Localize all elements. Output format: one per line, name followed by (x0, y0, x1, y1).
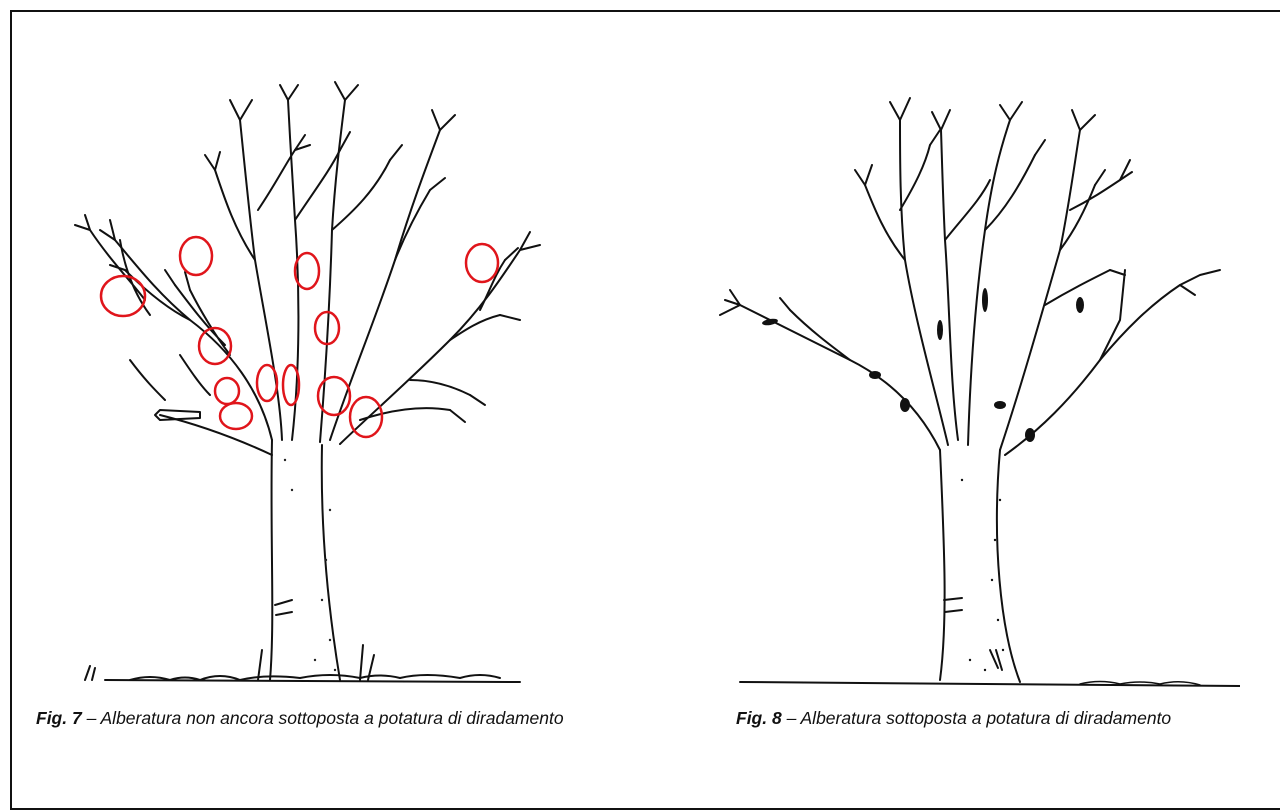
ground-line (739, 681, 1240, 687)
trunk-left (939, 449, 946, 681)
figure-8-label: Fig. 8 (736, 708, 782, 728)
cut-marker (197, 326, 233, 366)
tree-before-pruning-illustration (74, 81, 541, 683)
cut-marker (213, 376, 241, 406)
cut-marker (293, 251, 321, 291)
trunk-left (269, 439, 274, 681)
figure-7-label: Fig. 7 (36, 708, 82, 728)
cut-marker (178, 235, 214, 277)
trunk-right (995, 449, 1021, 683)
cut-marker (99, 274, 147, 318)
figure-8-caption-text: – Alberatura sottoposta a potatura di di… (781, 708, 1172, 728)
tree-after-pruning-illustration (719, 97, 1240, 687)
cut-marker (348, 395, 384, 439)
cut-marker (316, 375, 352, 417)
cut-marker (218, 401, 254, 431)
cut-marker (464, 242, 500, 284)
ground-line (84, 665, 521, 683)
figure-8: Fig. 8 – Alberatura sottoposta a potatur… (700, 0, 1260, 728)
figure-8-caption: Fig. 8 – Alberatura sottoposta a potatur… (736, 708, 1171, 729)
cut-marker (255, 363, 279, 403)
pruning-cut-markers (99, 235, 500, 439)
cut-marker (313, 310, 341, 346)
cut-marker (281, 363, 301, 407)
figure-7-caption-text: – Alberatura non ancora sottoposta a pot… (81, 708, 564, 728)
figure-7: Fig. 7 – Alberatura non ancora sottopost… (30, 0, 570, 728)
trunk-right (320, 444, 341, 681)
figure-7-caption: Fig. 7 – Alberatura non ancora sottopost… (36, 708, 564, 729)
